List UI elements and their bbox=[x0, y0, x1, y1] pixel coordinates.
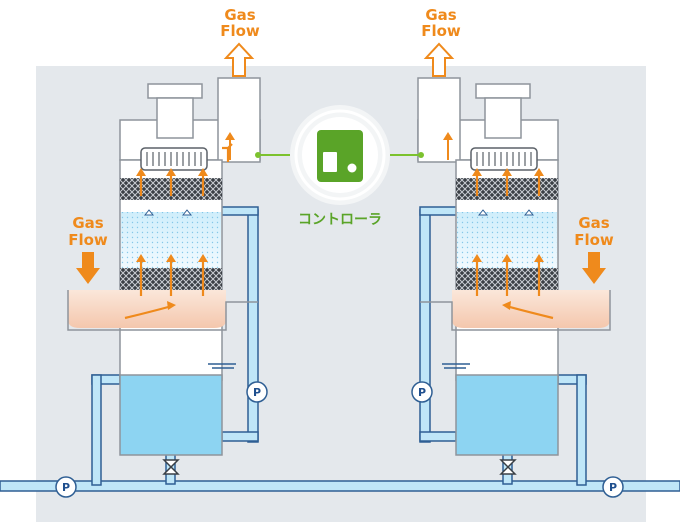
right-water-tank bbox=[455, 374, 559, 456]
right-gas-outlet-arrow bbox=[423, 42, 455, 77]
right-demister bbox=[470, 147, 538, 171]
pump-label: P bbox=[609, 481, 617, 494]
main-water-pipe bbox=[0, 480, 680, 492]
right-exhaust-duct bbox=[417, 77, 461, 163]
right-motor-body bbox=[484, 97, 522, 139]
controller-label: コントローラ bbox=[298, 212, 382, 228]
left-level-sensor bbox=[208, 363, 236, 369]
right-spray-nozzle-icon bbox=[477, 209, 535, 216]
left-exhaust-duct bbox=[217, 77, 261, 163]
pump-label: P bbox=[253, 386, 261, 399]
left-outlet-label-line1: Gas bbox=[224, 6, 255, 24]
left-valve-icon bbox=[162, 459, 180, 475]
right-main-pump-icon: P bbox=[602, 476, 624, 498]
right-recirc-pump-icon: P bbox=[411, 381, 433, 403]
right-level-sensor bbox=[442, 363, 470, 369]
left-inlet-label-line1: Gas bbox=[72, 214, 103, 232]
controller bbox=[290, 105, 390, 205]
left-gas-inlet-arrow bbox=[76, 252, 100, 284]
left-gas-inlet-chamber bbox=[68, 290, 226, 328]
left-motor-body bbox=[156, 97, 194, 139]
right-outlet-label-line2: Flow bbox=[421, 22, 461, 40]
pump-label: P bbox=[418, 386, 426, 399]
pump-label: P bbox=[62, 481, 70, 494]
left-scrubber-unit: P bbox=[67, 42, 268, 486]
right-inlet-label-line1: Gas bbox=[578, 214, 609, 232]
right-gas-upflow-arrows bbox=[475, 174, 554, 320]
right-outlet-label-line1: Gas bbox=[425, 6, 456, 24]
right-scrubber-unit: P bbox=[411, 42, 611, 486]
left-motor-cap bbox=[147, 83, 203, 99]
left-spray-nozzle-icon bbox=[143, 209, 193, 216]
left-recirc-pump-icon: P bbox=[246, 381, 268, 403]
right-inlet-label-line2: Flow bbox=[574, 231, 614, 249]
left-demister bbox=[140, 147, 208, 171]
left-gas-outlet-arrow bbox=[223, 42, 255, 77]
right-motor-cap bbox=[475, 83, 531, 99]
left-main-pump-icon: P bbox=[55, 476, 77, 498]
right-gas-inlet-chamber bbox=[452, 290, 610, 328]
left-inlet-label-line2: Flow bbox=[68, 231, 108, 249]
right-valve-icon bbox=[499, 459, 517, 475]
right-gas-inlet-arrow bbox=[582, 252, 606, 284]
left-water-tank bbox=[119, 374, 223, 456]
left-outlet-label-line2: Flow bbox=[220, 22, 260, 40]
